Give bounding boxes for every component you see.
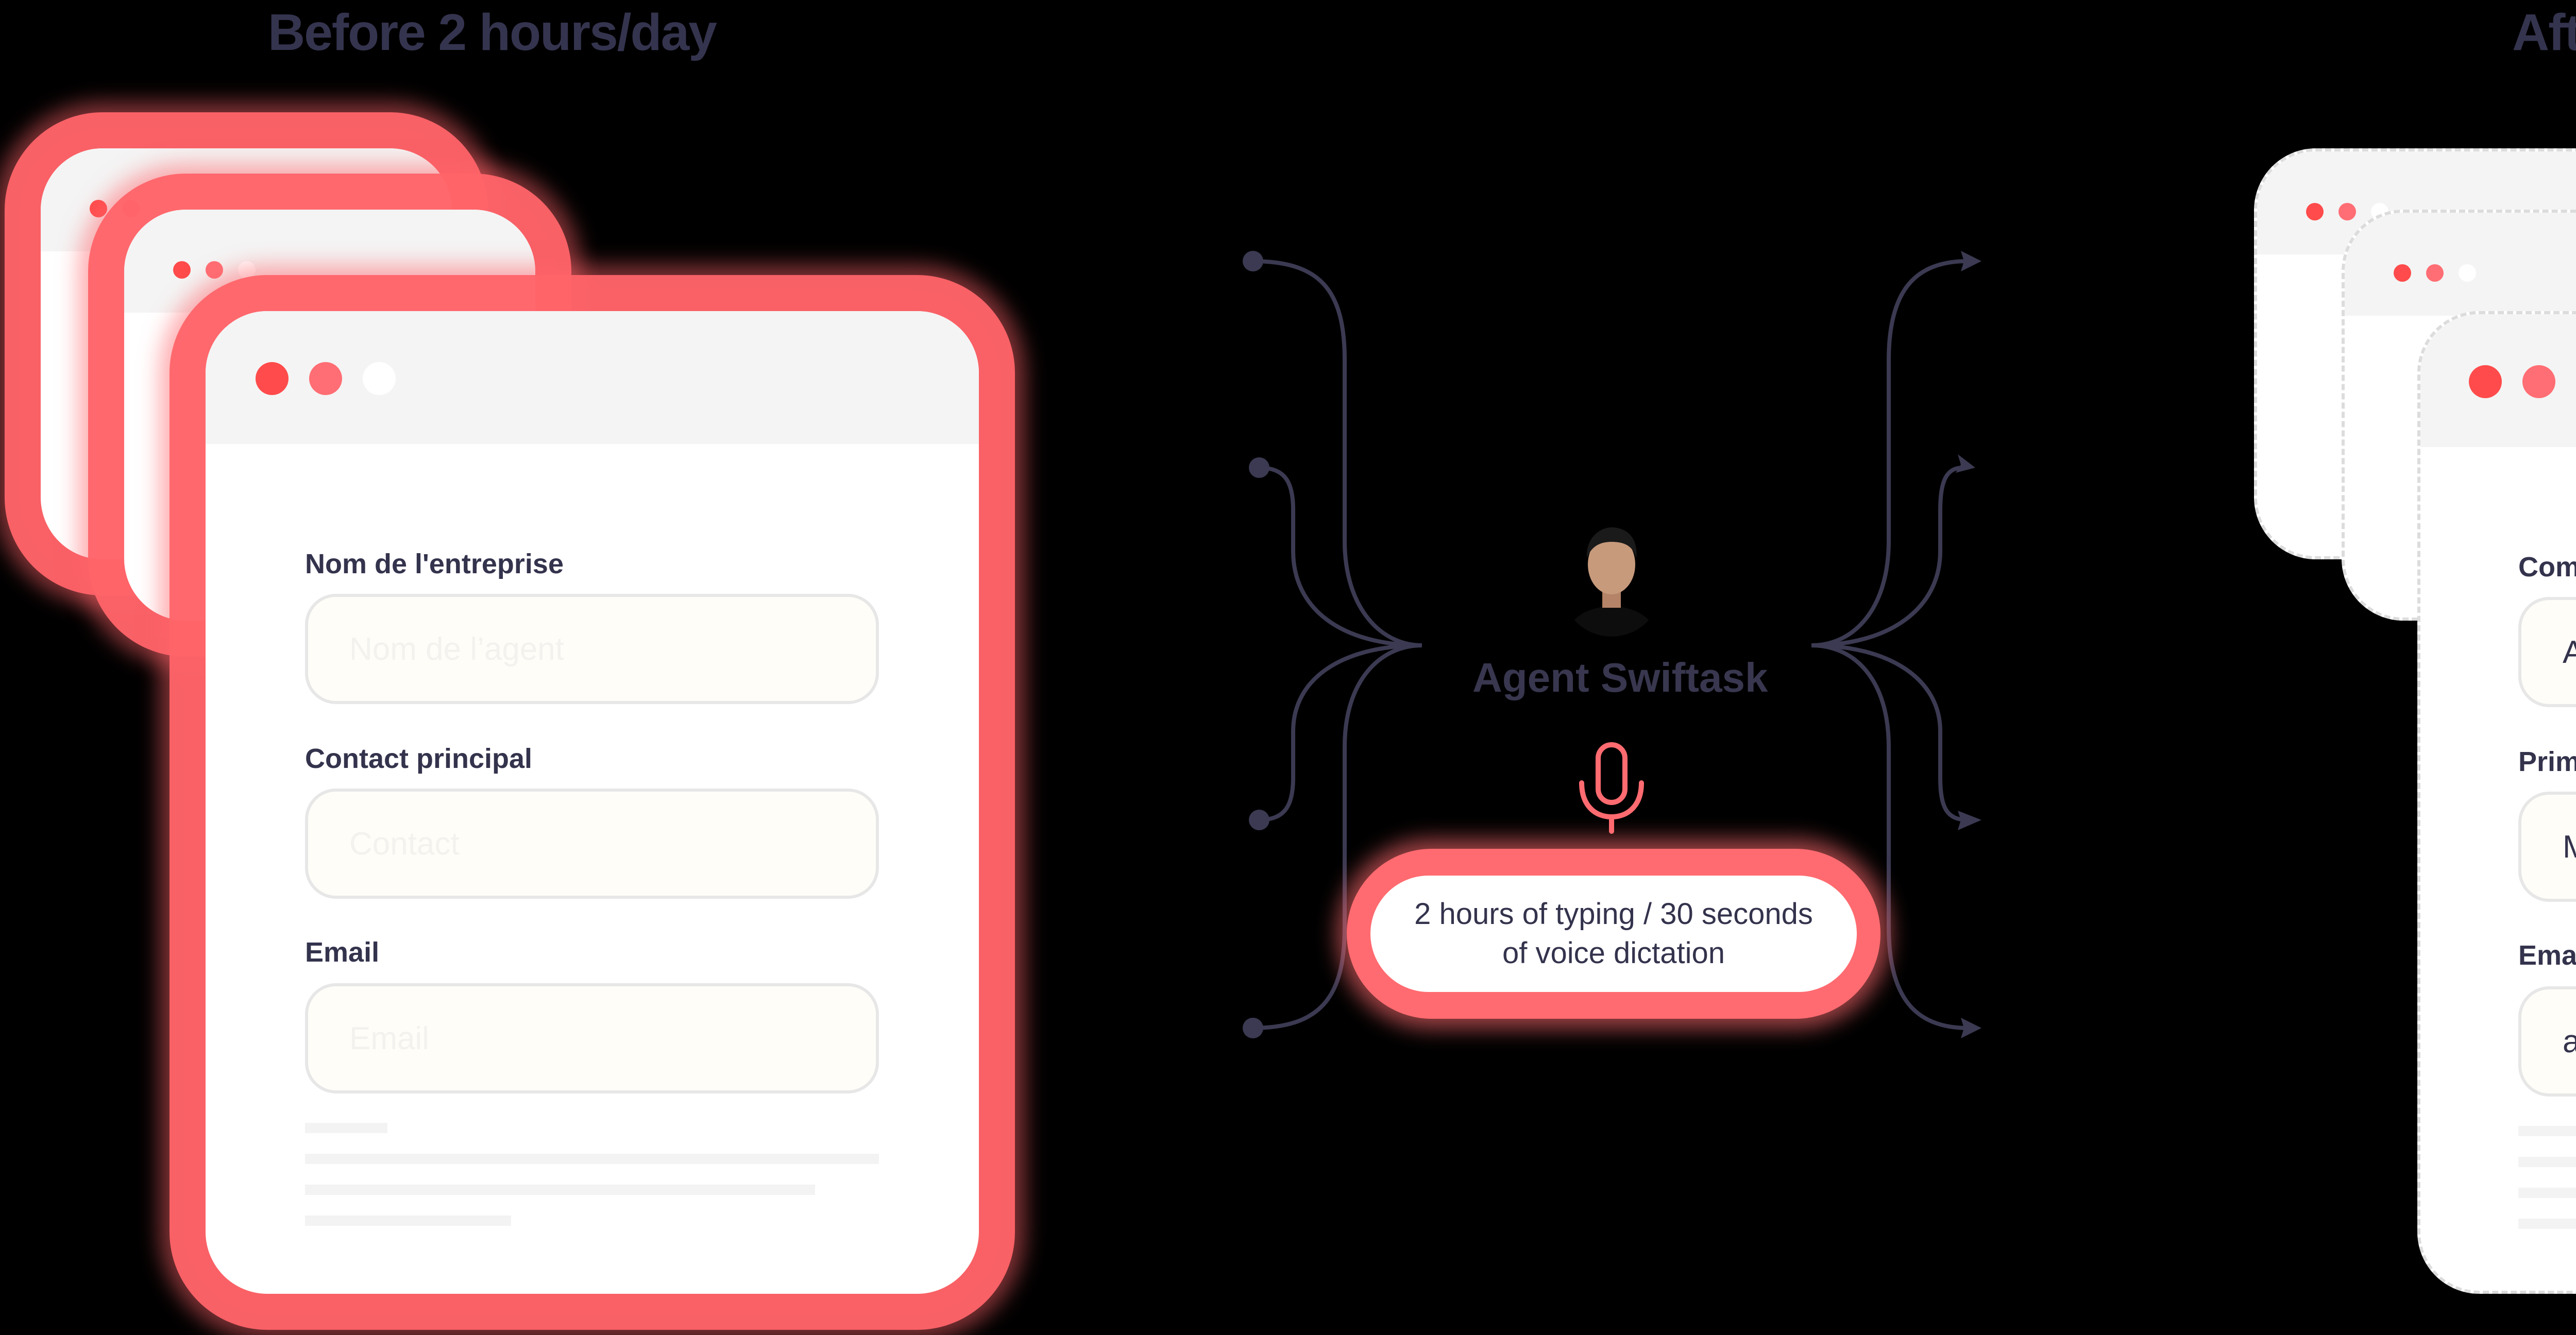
company-input[interactable]: Nom de l’agent: [305, 594, 879, 704]
placeholder-line: [2518, 1157, 2576, 1167]
company-input[interactable]: Auto-France: [2518, 597, 2576, 707]
time-comparison-pill: 2 hours of typing / 30 seconds of voice …: [1370, 876, 1857, 992]
window-dot-pink: [206, 261, 223, 279]
window-header: [124, 210, 535, 313]
placeholder-line: [305, 1123, 387, 1133]
after-window-front: Company name Auto-France Primary contact…: [2417, 311, 2576, 1294]
window-dot-red: [2469, 365, 2502, 398]
pill-line-1: 2 hours of typing / 30 seconds: [1414, 897, 1813, 931]
field-label-email: Email: [305, 937, 380, 968]
pill-line-2: of voice dictation: [1502, 936, 1725, 970]
window-header: [2345, 213, 2576, 316]
after-title: After 30 seconds: [2512, 4, 2576, 61]
window-dot-red: [2394, 264, 2411, 282]
window-dot-pink: [309, 362, 342, 395]
window-dot-pink: [2522, 365, 2555, 398]
placeholder-line: [2518, 1188, 2576, 1198]
before-window-front: Nom de l'entreprise Nom de l’agent Conta…: [206, 311, 979, 1294]
agent-name: Agent Swiftask: [1472, 655, 1768, 700]
window-dot-white: [2459, 264, 2476, 282]
microphone-icon: [1579, 742, 1644, 834]
placeholder-line: [2518, 1126, 2576, 1136]
email-input[interactable]: Email: [305, 983, 879, 1093]
field-label-contact: Contact principal: [305, 743, 533, 774]
window-dot-red: [256, 362, 289, 395]
window-dot-white: [238, 261, 256, 279]
window-dot-white: [363, 362, 396, 395]
field-label-contact: Primary contact: [2518, 746, 2576, 777]
window-dot-red: [173, 261, 191, 279]
agent-avatar: [1561, 515, 1662, 637]
window-dot-red: [90, 200, 107, 217]
window-dot-pink: [2426, 264, 2444, 282]
person-avatar-icon: [1561, 527, 1662, 637]
field-label-email: Email: [2518, 940, 2576, 971]
before-title: Before 2 hours/day: [268, 4, 717, 61]
window-dot-red: [2306, 203, 2324, 220]
email-input[interactable]: autofrace@gmail.com: [2518, 986, 2576, 1097]
contact-input[interactable]: Contact: [305, 789, 879, 899]
placeholder-line: [2518, 1219, 2576, 1229]
field-label-company: Nom de l'entreprise: [305, 549, 564, 579]
placeholder-line: [305, 1154, 879, 1164]
contact-input[interactable]: Mr Grège: [2518, 792, 2576, 902]
placeholder-line: [305, 1185, 815, 1195]
placeholder-line: [305, 1216, 511, 1226]
field-label-company: Company name: [2518, 552, 2576, 583]
